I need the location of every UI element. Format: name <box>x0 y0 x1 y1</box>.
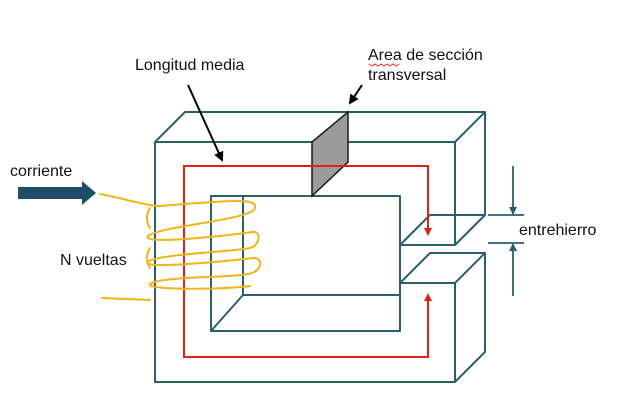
magnetic-core <box>154 111 486 383</box>
core-right-face-lower <box>454 252 486 383</box>
core-front-window <box>210 195 401 332</box>
coil-lead-in <box>99 193 161 207</box>
mean-path <box>183 165 432 358</box>
window-depth-lines <box>210 196 400 332</box>
core-right-face-upper <box>454 112 486 246</box>
label-longitud-media: Longitud media <box>135 57 245 74</box>
coil-back-turns <box>146 207 151 269</box>
cross-section-area <box>311 110 349 198</box>
current-arrow <box>18 181 96 205</box>
longitud-media-leader <box>187 84 224 162</box>
label-n-vueltas: N vueltas <box>60 252 127 269</box>
label-entrehierro: entrehierro <box>519 222 596 239</box>
core-front-outer <box>154 141 456 383</box>
coil-lead-out <box>101 297 151 301</box>
label-area-line1: Area de sección <box>368 47 483 64</box>
core-top-face <box>154 111 486 143</box>
spellcheck-underline <box>368 63 400 67</box>
label-corriente: corriente <box>10 163 72 180</box>
airgap-dimension <box>488 166 524 296</box>
label-area-line2: transversal <box>368 67 446 84</box>
coil-winding <box>99 193 262 301</box>
gap-depth-lines <box>399 214 485 284</box>
coil-turns <box>146 200 262 290</box>
area-leader <box>348 84 363 105</box>
